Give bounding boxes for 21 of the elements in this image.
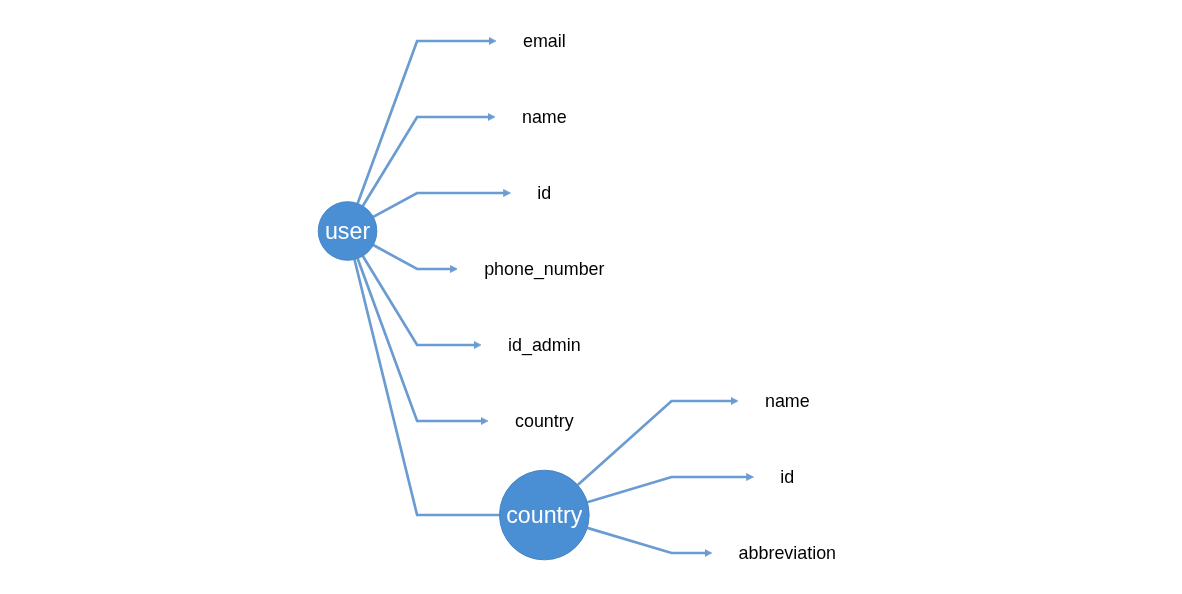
arrow: [362, 113, 496, 207]
arrow: [373, 189, 512, 219]
node-text: name: [765, 391, 811, 411]
node-text: email: [523, 31, 567, 51]
node-text: abbreviation: [739, 543, 837, 563]
node-text: name: [522, 107, 568, 127]
node-text: id: [780, 467, 795, 487]
node-text: id_admin: [508, 335, 582, 355]
arrow: [362, 255, 482, 349]
arrow: [373, 243, 459, 273]
arrow: [577, 397, 739, 487]
node-text: country: [515, 411, 575, 431]
arrow: [587, 526, 713, 557]
arrow: [587, 473, 755, 504]
arrow: [356, 258, 489, 425]
node-text: id: [537, 183, 552, 203]
node-circle: country: [499, 469, 591, 561]
arrow: [356, 37, 497, 204]
node-circle: user: [318, 201, 378, 261]
node-text: phone_number: [484, 259, 605, 279]
connector: [353, 259, 500, 517]
